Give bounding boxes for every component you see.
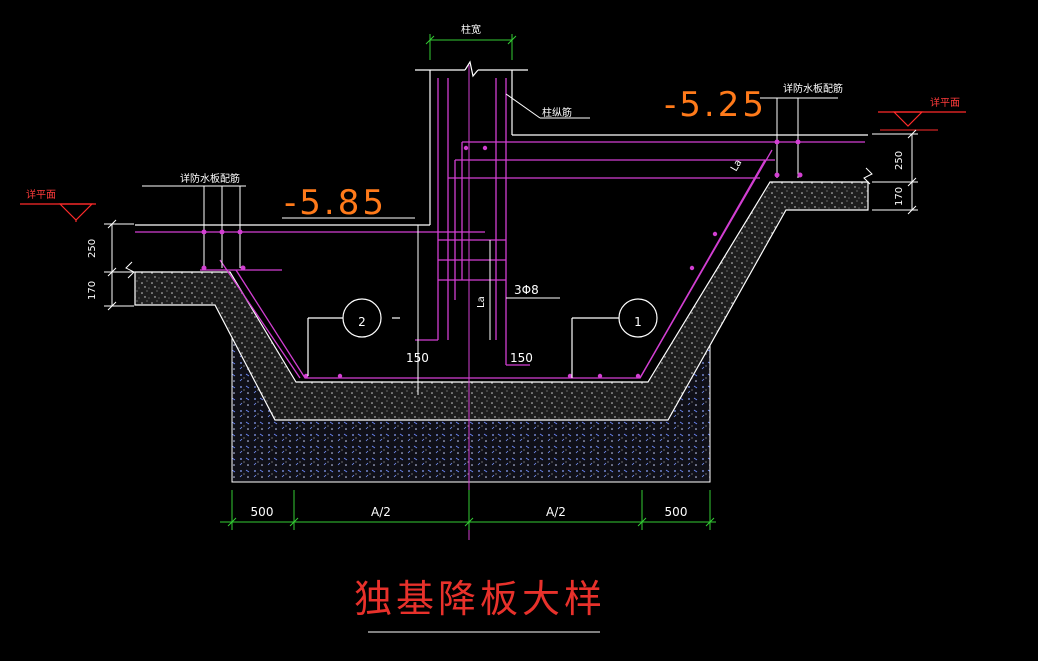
right-rebar-dots [303,139,803,379]
dim-250-right: 250 [894,151,905,170]
anchor-label-slope: La [729,158,744,174]
bottom-dim-2: A/2 [371,505,391,519]
column-rebar-leader [505,93,541,119]
waterproof-label-left: 详防水板配筋 [180,172,240,185]
plan-ref-left: 详平面 [26,188,56,201]
right-bar-callout-lines [760,97,838,178]
dim-150-right: 150 [510,351,533,365]
stirrup-label: 3Φ8 [514,283,539,297]
callout-1 [571,298,658,378]
elevation-left: -5.85 [284,183,387,223]
plan-marker-right [878,111,966,131]
column-rebar-label: 柱纵筋 [542,106,572,119]
right-height-dimension [863,129,918,215]
callout-1-label: 1 [634,315,642,329]
left-height-dimension [104,219,135,311]
column-width-dimension [425,34,517,60]
plan-ref-right: 详平面 [930,96,960,109]
rebar-lines [135,78,865,379]
column [135,60,868,226]
bottom-dim-3: A/2 [546,505,566,519]
concrete-slab [134,181,869,421]
bottom-dimension-chain [220,490,716,530]
plan-marker-left [20,203,96,222]
dim-250-left: 250 [87,239,98,258]
dim-150-left: 150 [406,351,429,365]
dim-170-right: 170 [894,187,905,206]
bottom-dim-4: 500 [665,505,688,519]
bottom-dim-1: 500 [251,505,274,519]
callout-2-label: 2 [358,315,366,329]
dim-170-left: 170 [87,281,98,300]
drawing-title: 独基降板大样 [354,577,606,621]
callout-2 [307,298,400,376]
left-rebar-dots [201,229,246,271]
column-width-label: 柱宽 [461,23,481,36]
elevation-right: -5.25 [664,85,767,125]
anchor-label-center: La [476,296,487,308]
waterproof-label-right: 详防水板配筋 [783,82,843,95]
left-bar-callout-lines [142,185,246,268]
